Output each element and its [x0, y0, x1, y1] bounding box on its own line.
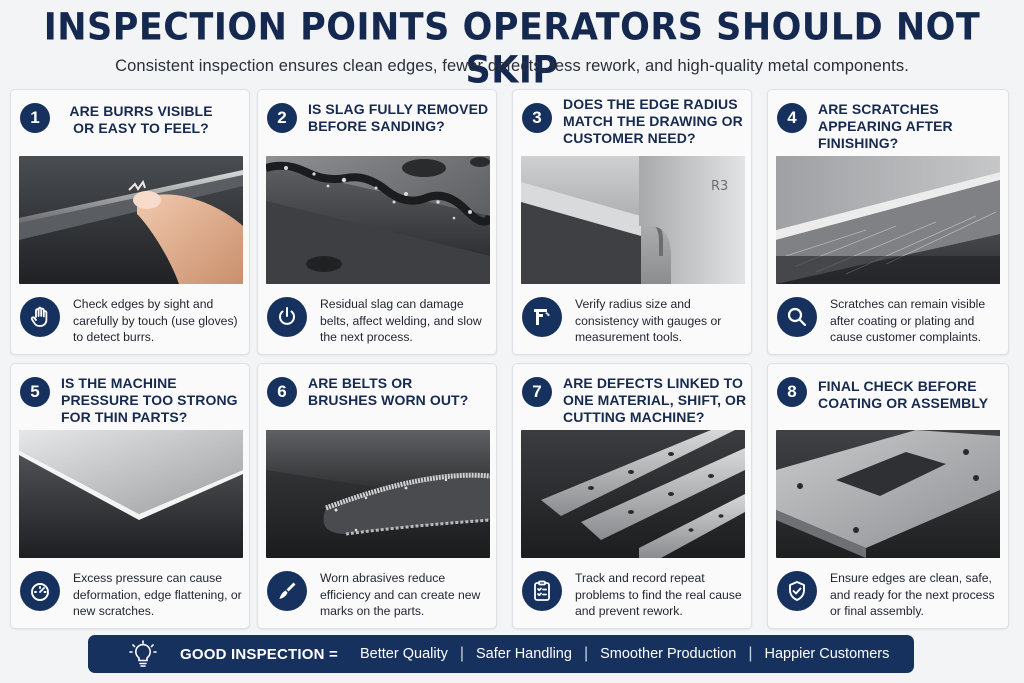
card-description: Residual slag can damage belts, affect w… [320, 297, 482, 344]
radius-gauge-photo: R3 [521, 156, 745, 284]
inspection-card-8: 8 FINAL CHECK BEFORE COATING OR ASSEMBLY… [767, 363, 1009, 629]
card-heading: IS SLAG FULLY REMOVED BEFORE SANDING? [308, 101, 489, 134]
card-heading: ARE SCRATCHES APPEARING AFTER FINISHING? [818, 101, 953, 151]
summary-banner: GOOD INSPECTION = Better Quality | Safer… [88, 635, 914, 673]
card-description: Worn abrasives reduce efficiency and can… [320, 571, 481, 618]
card-description: Scratches can remain visible after coati… [830, 297, 986, 344]
inspection-card-5: 5 IS THE MACHINE PRESSURE TOO STRONG FOR… [10, 363, 250, 629]
inspection-card-2: 2 IS SLAG FULLY REMOVED BEFORE SANDING? … [257, 89, 497, 355]
step-number: 3 [522, 103, 552, 133]
card-description: Verify radius size and consistency with … [575, 297, 722, 344]
channel-parts-photo [521, 430, 745, 558]
card-heading: IS THE MACHINE PRESSURE TOO STRONG FOR T… [61, 375, 238, 425]
inspection-card-7: 7 ARE DEFECTS LINKED TO ONE MATERIAL, SH… [512, 363, 752, 629]
lightbulb-icon [128, 639, 158, 669]
inspection-card-1: 1 ARE BURRS VISIBLE OR EASY TO FEEL? Che… [10, 89, 250, 355]
card-heading: FINAL CHECK BEFORE COATING OR ASSEMBLY [818, 378, 989, 411]
step-number: 1 [20, 103, 50, 133]
step-number: 6 [267, 377, 297, 407]
card-description: Check edges by sight and carefully by to… [73, 297, 238, 344]
banner-lead: GOOD INSPECTION = [180, 645, 339, 663]
card-heading: DOES THE EDGE RADIUS MATCH THE DRAWING O… [563, 96, 743, 146]
step-number: 7 [522, 377, 552, 407]
magnifier-icon [777, 297, 817, 337]
bracket-part-photo [776, 430, 1002, 558]
burr-edge-photo [19, 156, 243, 284]
clipboard-icon [522, 571, 562, 611]
step-number: 5 [20, 377, 50, 407]
step-number: 2 [267, 103, 297, 133]
gauge-icon [20, 571, 60, 611]
banner-separator: | [748, 645, 753, 662]
banner-item: Happier Customers [764, 646, 890, 662]
scratched-edge-photo [776, 156, 1002, 284]
page-title: INSPECTION POINTS OPERATORS SHOULD NOT S… [43, 6, 981, 93]
brush-icon [267, 571, 307, 611]
caliper-icon [522, 297, 562, 337]
power-icon [267, 297, 307, 337]
card-description: Excess pressure can cause deformation, e… [73, 571, 242, 618]
card-heading: ARE BELTS OR BRUSHES WORN OUT? [308, 375, 469, 408]
inspection-card-4: 4 ARE SCRATCHES APPEARING AFTER FINISHIN… [767, 89, 1009, 355]
page-subtitle: Consistent inspection ensures clean edge… [115, 57, 909, 75]
svg-text:R3: R3 [711, 179, 728, 194]
banner-item: Safer Handling [476, 646, 572, 662]
inspection-card-3: 3 DOES THE EDGE RADIUS MATCH THE DRAWING… [512, 89, 752, 355]
step-number: 4 [777, 103, 807, 133]
banner-item: Smoother Production [600, 646, 737, 662]
step-number: 8 [777, 377, 807, 407]
worn-belt-photo [266, 430, 490, 558]
banner-separator: | [459, 645, 465, 662]
card-heading: ARE BURRS VISIBLE OR EASY TO FEEL? [69, 103, 213, 136]
card-description: Track and record repeat problems to find… [575, 571, 742, 618]
card-heading: ARE DEFECTS LINKED TO ONE MATERIAL, SHIF… [563, 375, 747, 425]
banner-separator: | [583, 645, 589, 662]
thin-sheet-photo [19, 430, 243, 558]
shield-check-icon [777, 571, 817, 611]
slag-plate-photo [266, 156, 490, 284]
inspection-card-6: 6 ARE BELTS OR BRUSHES WORN OUT? Worn ab… [257, 363, 497, 629]
card-description: Ensure edges are clean, safe, and ready … [830, 571, 995, 618]
banner-item: Better Quality [360, 646, 448, 662]
hand-icon [20, 297, 60, 337]
